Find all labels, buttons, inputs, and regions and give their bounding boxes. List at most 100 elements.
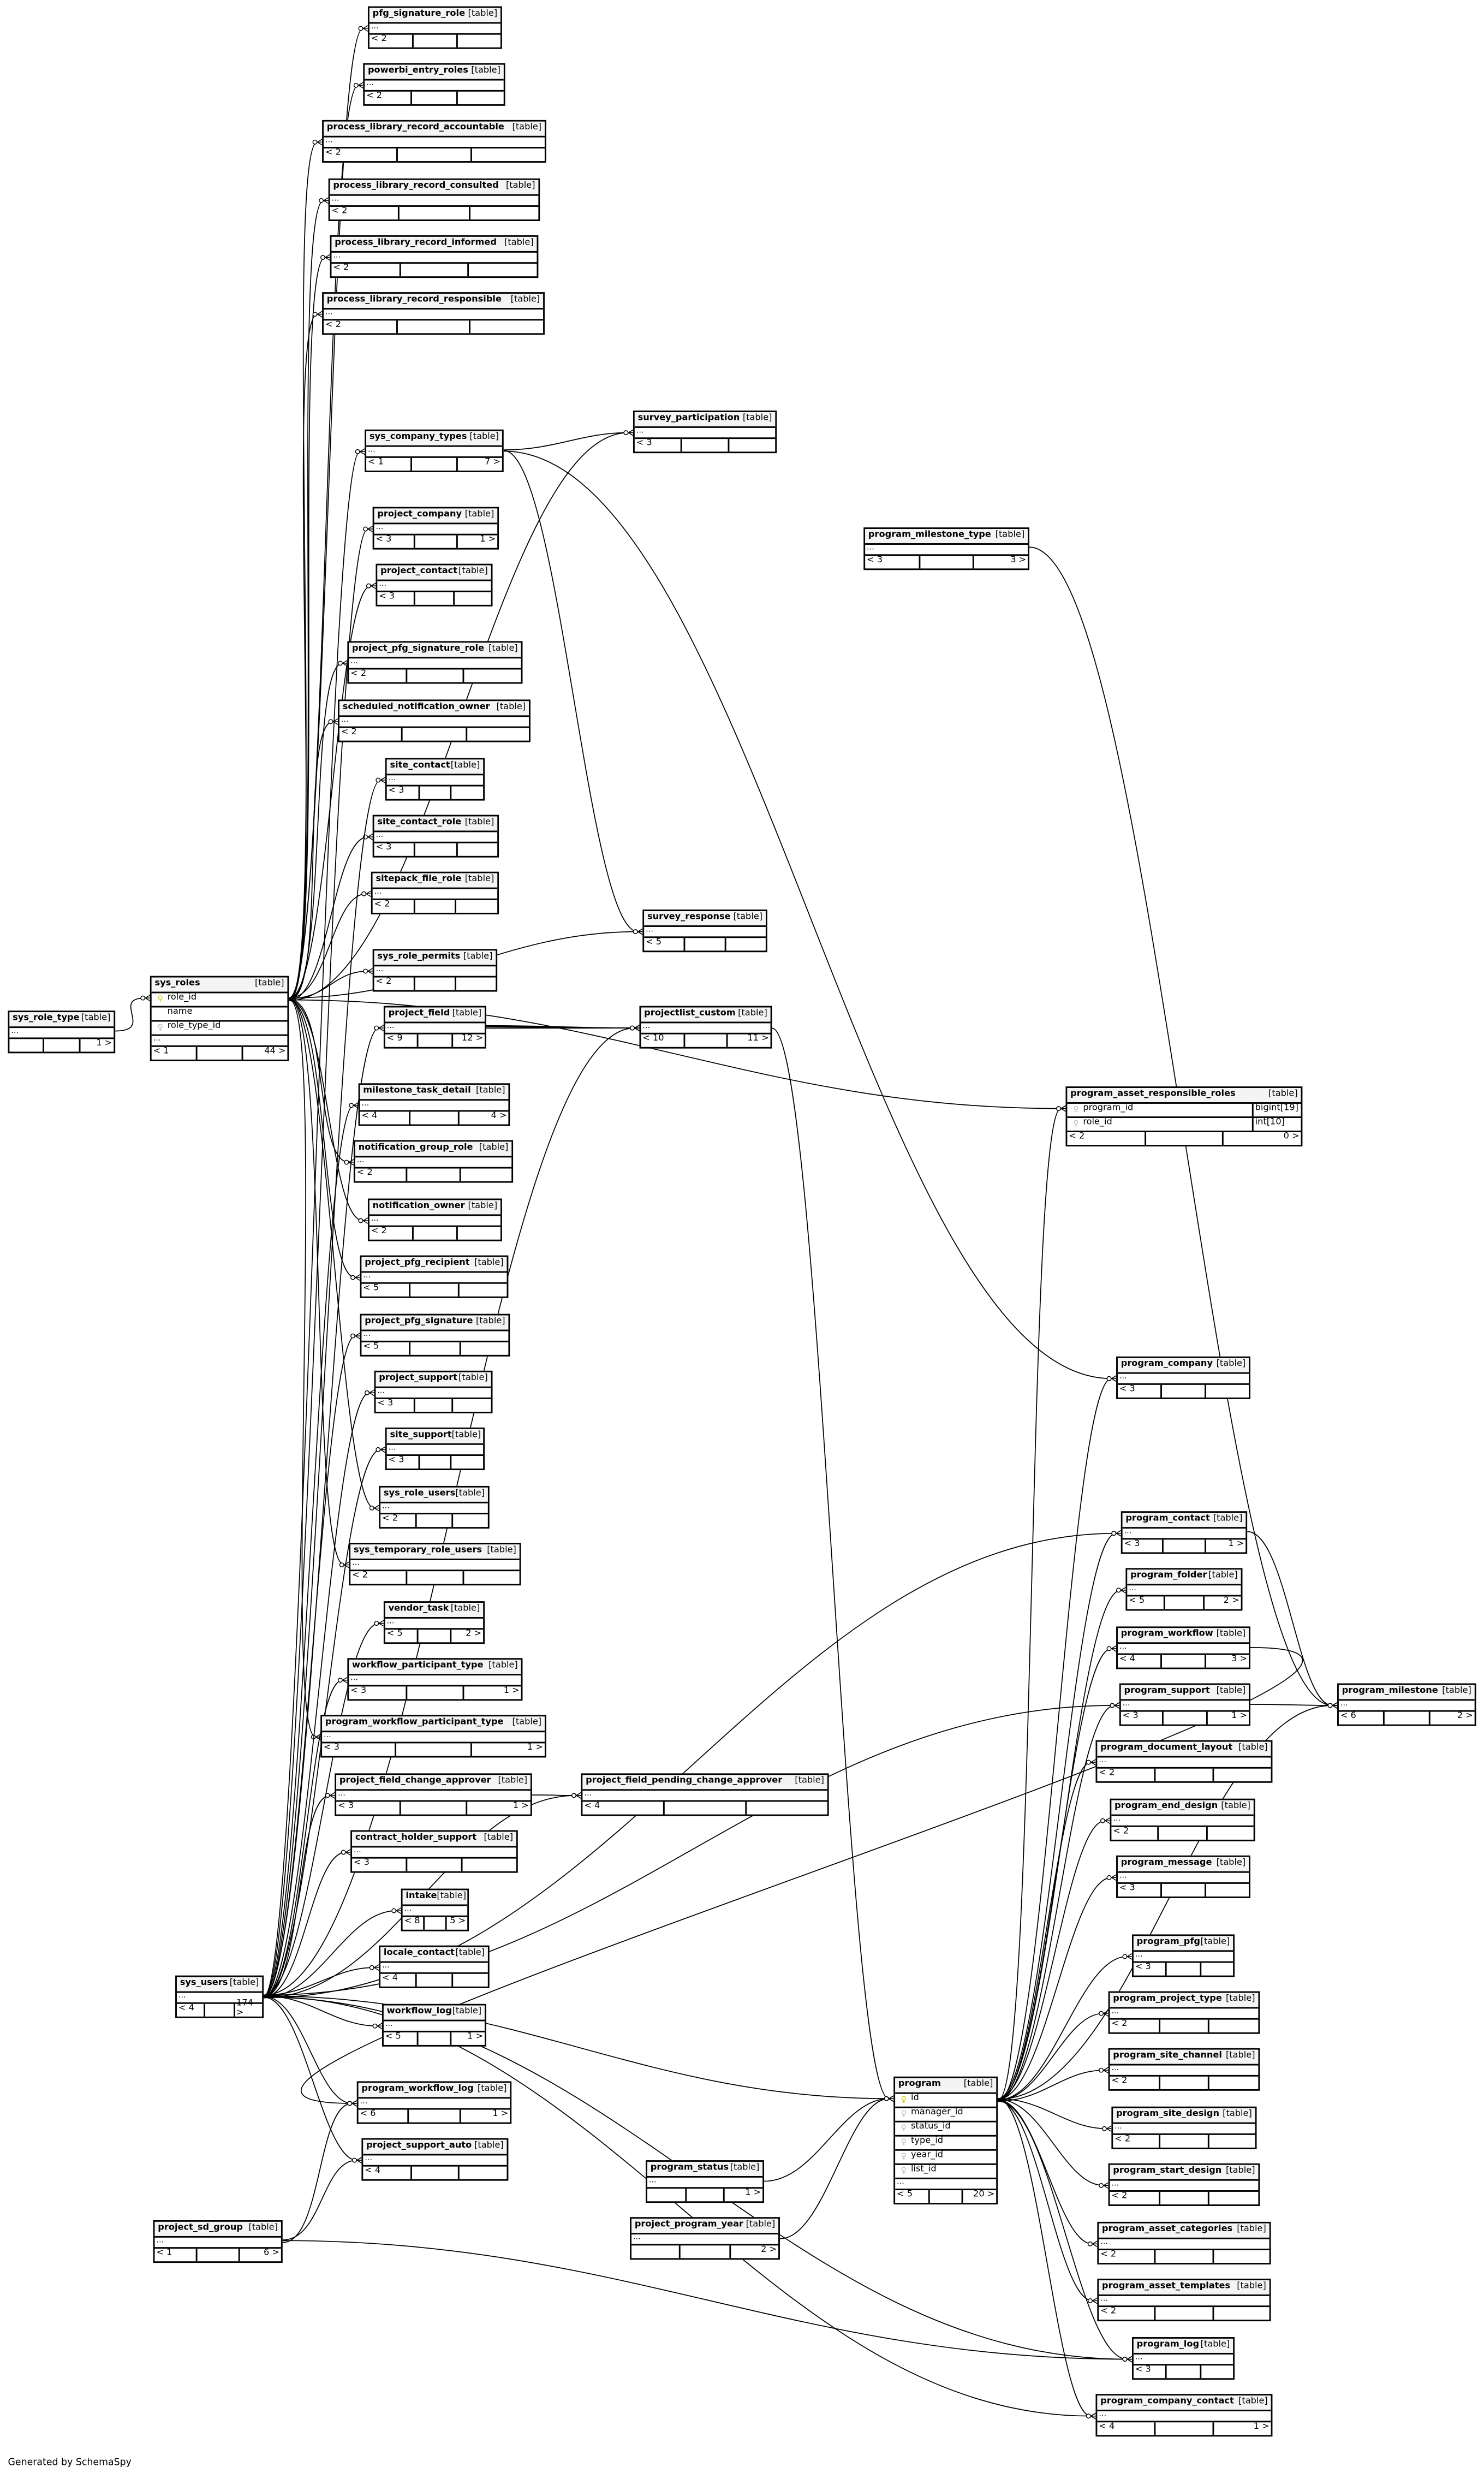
table-program-project-type[interactable]: program_project_type[table]...< 2 [1108,1992,1260,2034]
table-header[interactable]: powerbi_entry_roles[table] [365,65,504,81]
parents-count[interactable]: < 4 [177,2004,204,2017]
table-process-library-record-responsible[interactable]: process_library_record_responsible[table… [322,292,545,335]
parents-count[interactable]: < 5 [361,1342,409,1355]
table-name[interactable]: project_field [389,1010,450,1019]
children-count[interactable]: 3 > [1205,1655,1249,1667]
more-columns[interactable]: ... [373,889,498,900]
more-columns[interactable]: ... [647,2178,762,2189]
parents-count[interactable]: < 3 [1118,1884,1160,1897]
parents-count[interactable]: < 3 [1123,1539,1163,1552]
table-header[interactable]: program_pfg[table] [1134,1936,1233,1952]
children-count[interactable] [1212,2250,1270,2263]
table-name[interactable]: program_site_design [1116,2111,1219,2120]
table-name[interactable]: sitepack_file_role [376,876,461,885]
table-name[interactable]: sys_role_permits [377,953,460,962]
more-columns[interactable]: ... [1110,2008,1258,2019]
parents-count[interactable]: < 2 [1110,2077,1158,2089]
more-columns[interactable]: ... [865,545,1028,556]
more-columns[interactable]: ... [895,2179,996,2190]
more-columns[interactable]: ... [360,1101,509,1111]
table-header[interactable]: program_end_design[table] [1111,1800,1253,1816]
parents-count[interactable]: < 4 [363,2167,410,2179]
children-count[interactable]: 2 > [1429,1712,1475,1725]
more-columns[interactable]: ... [385,1023,485,1034]
parents-count[interactable]: < 3 [387,787,418,799]
table-header[interactable]: program_site_channel[table] [1110,2050,1258,2066]
more-columns[interactable]: ... [380,1503,488,1514]
parents-count[interactable]: < 10 [641,1035,683,1047]
table-name[interactable]: workflow_participant_type [352,1662,484,1671]
table-name[interactable]: sys_roles [154,980,200,989]
table-powerbi-entry-roles[interactable]: powerbi_entry_roles[table]...< 2 [363,63,505,106]
children-count[interactable] [1207,2135,1255,2148]
table-name[interactable]: program_document_layout [1100,1744,1232,1753]
table-process-library-record-consulted[interactable]: process_library_record_consulted[table].… [329,179,540,221]
parents-count[interactable]: < 5 [361,1284,409,1297]
table-name[interactable]: program_start_design [1113,2168,1221,2177]
table-name[interactable]: project_field_change_approver [339,1778,491,1786]
more-columns[interactable]: ... [1121,1701,1249,1711]
table-header[interactable]: sys_users[table] [177,1977,262,1993]
table-name[interactable]: program_asset_categories [1102,2226,1232,2235]
table-name[interactable]: sys_role_type [13,1015,79,1024]
parents-count[interactable]: < 2 [373,900,413,913]
column-row[interactable]: ♀list_id [895,2165,996,2179]
more-columns[interactable]: ... [374,832,498,843]
table-header[interactable]: projectlist_custom[table] [641,1007,770,1023]
table-header[interactable]: survey_response[table] [644,911,766,927]
table-project-program-year[interactable]: project_program_year[table]...2 > [630,2217,780,2260]
table-header[interactable]: sys_role_permits[table] [374,950,496,966]
table-name[interactable]: program [898,2081,941,2090]
parents-count[interactable]: < 4 [380,1974,415,1987]
table-sys-role-users[interactable]: sys_role_users[table]...< 2 [379,1486,489,1529]
table-pfg-signature-role[interactable]: pfg_signature_role[table]...< 2 [368,7,502,49]
table-header[interactable]: program_workflow_log[table] [359,2083,510,2099]
table-scheduled-notification-owner[interactable]: scheduled_notification_owner[table]...< … [338,699,531,742]
table-name[interactable]: program_site_channel [1113,2053,1222,2061]
parents-count[interactable]: < 5 [895,2190,928,2203]
more-columns[interactable]: ... [154,2238,281,2249]
table-header[interactable]: project_pfg_recipient[table] [361,1257,506,1273]
children-count[interactable]: 1 > [470,1743,545,1756]
parents-count[interactable]: < 9 [385,1035,418,1047]
parents-count[interactable]: < 5 [384,2032,416,2045]
children-count[interactable]: 2 > [1202,1596,1241,1609]
table-project-pfg-recipient[interactable]: project_pfg_recipient[table]...< 5 [360,1256,509,1298]
parents-count[interactable]: < 3 [865,556,918,568]
children-count[interactable]: 44 > [242,1047,288,1060]
table-name[interactable]: site_contact_role [377,819,461,828]
more-columns[interactable]: ... [1339,1701,1475,1711]
parents-count[interactable]: < 2 [1099,2307,1154,2320]
more-columns[interactable]: ... [359,2099,510,2109]
table-notification-group-role[interactable]: notification_group_role[table]...< 2 [354,1140,513,1182]
table-name[interactable]: process_library_record_responsible [327,296,502,305]
table-sys-role-type[interactable]: sys_role_type[table]...1 > [8,1010,115,1053]
column-row[interactable]: ♀year_id [895,2151,996,2165]
table-locale-contact[interactable]: locale_contact[table]...< 4 [379,1946,489,1988]
table-program[interactable]: program[table]♀id♀manager_id♀status_id♀t… [893,2077,998,2204]
children-count[interactable]: 7 > [456,458,502,471]
table-program-document-layout[interactable]: program_document_layout[table]...< 2 [1095,1740,1272,1783]
table-header[interactable]: workflow_log[table] [384,2006,485,2022]
parents-count[interactable]: < 2 [380,1514,415,1527]
parents-count[interactable] [9,1039,43,1051]
more-columns[interactable]: ... [324,310,543,320]
more-columns[interactable]: ... [361,1331,508,1342]
table-name[interactable]: project_pfg_signature_role [352,645,484,654]
children-count[interactable] [463,1571,520,1584]
parents-count[interactable]: < 1 [366,458,410,471]
more-columns[interactable]: ... [1110,2066,1258,2077]
table-program-log[interactable]: program_log[table]...< 3 [1132,2337,1235,2380]
more-columns[interactable]: ... [1118,1644,1249,1655]
table-name[interactable]: program_support [1124,1687,1210,1696]
parents-count[interactable]: < 3 [336,1802,400,1814]
table-header[interactable]: program_log[table] [1134,2339,1233,2355]
table-name[interactable]: program_milestone_type [868,532,991,540]
